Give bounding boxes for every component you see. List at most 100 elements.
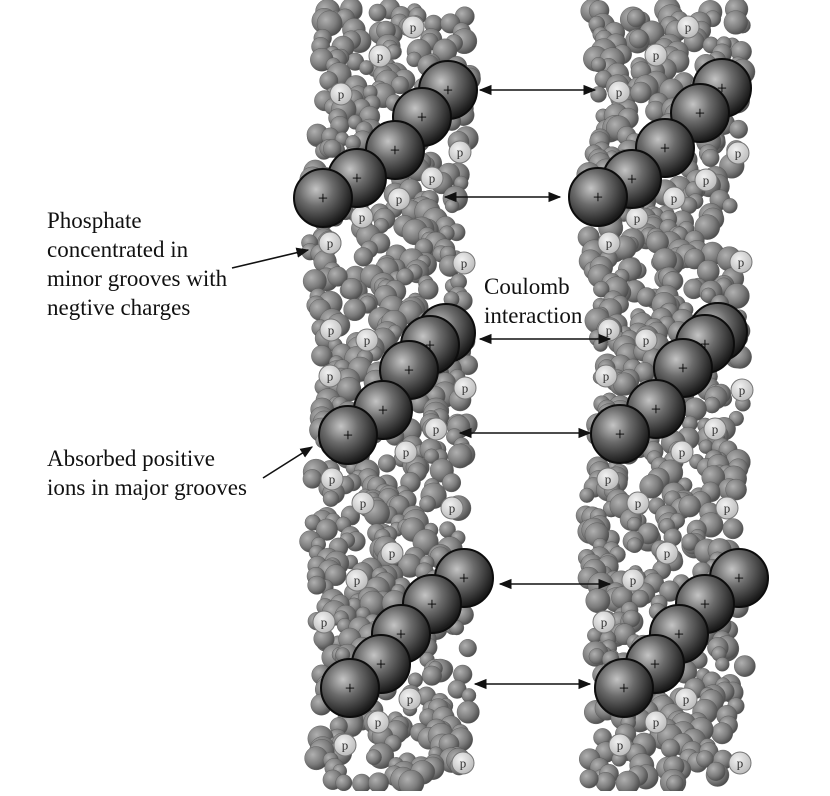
phosphate-group: p: [726, 141, 750, 165]
backbone-atom: [461, 688, 477, 703]
phosphate-symbol: p: [616, 85, 623, 100]
backbone-atom: [629, 29, 649, 49]
pointer-arrow-phosphate: [231, 247, 310, 269]
phosphate-group: p: [350, 205, 374, 229]
phosphate-symbol: p: [634, 211, 641, 226]
positive-ion-symbol: +: [627, 169, 637, 189]
backbone-atom: [579, 487, 595, 503]
phosphate-group: p: [594, 364, 618, 388]
positive-ion-symbol: +: [700, 594, 710, 614]
phosphate-symbol: p: [462, 381, 469, 396]
backbone-atom: [626, 537, 643, 554]
phosphate-group: p: [366, 710, 390, 734]
phosphate-group: p: [394, 440, 418, 464]
phosphate-symbol: p: [327, 369, 334, 384]
backbone-atom: [729, 119, 748, 139]
phosphate-group: p: [597, 318, 621, 342]
backbone-atom: [418, 279, 439, 300]
positive-ion-symbol: +: [443, 80, 453, 100]
positive-ion-symbol: +: [734, 568, 744, 588]
phosphate-symbol: p: [664, 546, 671, 561]
backbone-atom: [315, 518, 338, 541]
backbone-atom: [723, 10, 748, 35]
phosphate-symbol: p: [457, 145, 464, 160]
positive-ion: +: [590, 404, 650, 464]
positive-ion-symbol: +: [615, 424, 625, 444]
phosphate-symbol: p: [360, 496, 367, 511]
backbone-atom: [335, 774, 353, 792]
backbone-atom: [722, 518, 744, 540]
backbone-atom: [323, 139, 342, 158]
phosphate-group: p: [440, 496, 464, 520]
phosphate-group: p: [453, 376, 477, 400]
phosphate-symbol: p: [354, 573, 361, 588]
phosphate-group: p: [596, 467, 620, 491]
backbone-atom: [595, 772, 616, 793]
phosphate-symbol: p: [653, 48, 660, 63]
backbone-atom: [696, 750, 714, 768]
phosphate-symbol: p: [703, 173, 710, 188]
backbone-atom: [639, 474, 664, 499]
backbone-atom: [396, 268, 414, 286]
positive-ion-symbol: +: [717, 78, 727, 98]
positive-ion-symbol: +: [660, 138, 670, 158]
backbone-atom: [590, 86, 607, 103]
positive-ion-symbol: +: [404, 360, 414, 380]
coulomb-interaction-label: Coulomb interaction: [484, 274, 583, 328]
phosphate-symbol: p: [643, 333, 650, 348]
phosphate-symbol: p: [338, 87, 345, 102]
backbone-atom: [358, 60, 374, 75]
phosphate-group: p: [676, 15, 700, 39]
phosphate-symbol: p: [429, 171, 436, 186]
positive-ion: +: [320, 658, 380, 718]
phosphate-symbol: p: [407, 692, 414, 707]
backbone-atom: [327, 266, 348, 287]
phosphate-group: p: [634, 328, 658, 352]
phosphate-group: p: [355, 328, 379, 352]
phosphate-symbol: p: [683, 692, 690, 707]
positive-ion-symbol: +: [378, 400, 388, 420]
phosphate-symbol: p: [403, 445, 410, 460]
backbone-atom: [456, 700, 480, 724]
backbone-atom: [390, 75, 410, 95]
positive-ion-symbol: +: [427, 594, 437, 614]
phosphate-group: p: [694, 168, 718, 192]
phosphate-group: p: [320, 467, 344, 491]
phosphate-symbol: p: [364, 333, 371, 348]
phosphate-group: p: [380, 541, 404, 565]
phosphate-group: p: [329, 82, 353, 106]
phosphate-group: p: [655, 541, 679, 565]
phosphate-symbol: p: [328, 323, 335, 338]
positive-ion-symbol: +: [425, 335, 435, 355]
phosphate-symbol: p: [679, 445, 686, 460]
phosphate-group: p: [351, 491, 375, 515]
phosphate-symbol: p: [724, 501, 731, 516]
positive-ion-symbol: +: [593, 187, 603, 207]
backbone-atom: [631, 589, 650, 608]
positive-ion-symbol: +: [390, 140, 400, 160]
phosphate-symbol: p: [735, 146, 742, 161]
phosphate-symbol: p: [671, 191, 678, 206]
phosphate-symbol: p: [410, 20, 417, 35]
phosphate-symbol: p: [375, 715, 382, 730]
phosphate-symbol: p: [342, 738, 349, 753]
positive-ion: +: [568, 167, 628, 227]
phosphate-symbol: p: [460, 756, 467, 771]
phosphate-symbol: p: [359, 210, 366, 225]
phosphate-symbol: p: [617, 738, 624, 753]
phosphate-symbol: p: [396, 192, 403, 207]
backbone-atom: [711, 722, 733, 745]
pointer-arrow-ions: [262, 446, 314, 479]
backbone-atom: [419, 495, 436, 513]
positive-ion-symbol: +: [650, 654, 660, 674]
positive-ion-symbol: +: [619, 678, 629, 698]
phosphate-group: p: [670, 440, 694, 464]
backbone-atom: [322, 490, 340, 507]
phosphate-symbol: p: [449, 501, 456, 516]
backbone-atom: [458, 639, 477, 658]
positive-ion-symbol: +: [352, 168, 362, 188]
coulomb-arrow-layer: [231, 84, 612, 690]
positive-ion-symbol: +: [376, 654, 386, 674]
